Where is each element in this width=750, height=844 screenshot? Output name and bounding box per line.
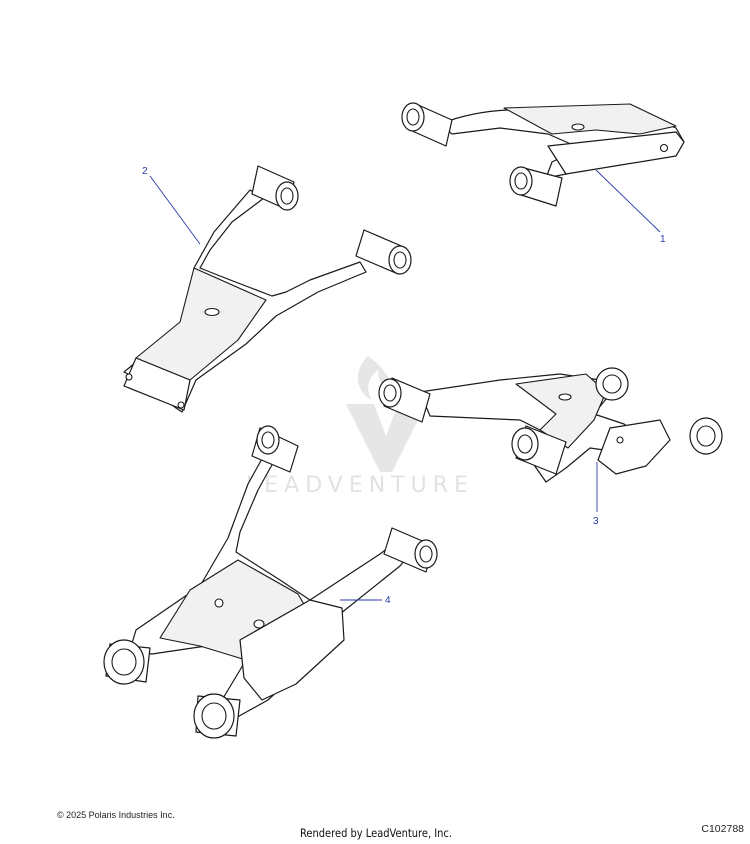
mount-hole: [571, 123, 585, 131]
watermark-v-icon: [346, 404, 426, 472]
watermark-text: LEADVENTURE: [246, 473, 474, 498]
copyright-notice: © 2025 Polaris Industries Inc.: [57, 810, 175, 820]
part-2-control-arm: [123, 165, 412, 413]
pivot-bolt-hole: [125, 373, 133, 381]
callout-3: 3: [593, 462, 599, 527]
callout-label-3: 3: [593, 516, 599, 527]
diagram-id: C102788: [701, 823, 744, 835]
callout-label-2: 2: [142, 166, 148, 177]
pivot-bolt-hole: [659, 143, 669, 153]
part-1-control-arm: [401, 102, 685, 207]
callout-label-4: 4: [385, 595, 391, 606]
part-4-control-arm: [103, 425, 438, 739]
mount-slot: [204, 307, 220, 317]
callout-1: 1: [595, 169, 666, 245]
leadventure-watermark: LEADVENTURE: [246, 356, 474, 498]
leader-line-2: [149, 175, 201, 245]
part-3-control-arm: [378, 367, 723, 483]
mount-hole: [558, 393, 572, 401]
callout-2: 2: [142, 166, 201, 245]
leader-line-1: [595, 169, 661, 233]
pivot-bolt-hole: [616, 436, 624, 444]
callout-4: 4: [340, 595, 391, 606]
mount-hole: [214, 598, 224, 608]
mount-hole: [253, 619, 265, 629]
rendered-by-credit: Rendered by LeadVenture, Inc.: [300, 826, 453, 840]
callout-label-1: 1: [660, 234, 666, 245]
pivot-bolt-hole: [177, 401, 185, 409]
